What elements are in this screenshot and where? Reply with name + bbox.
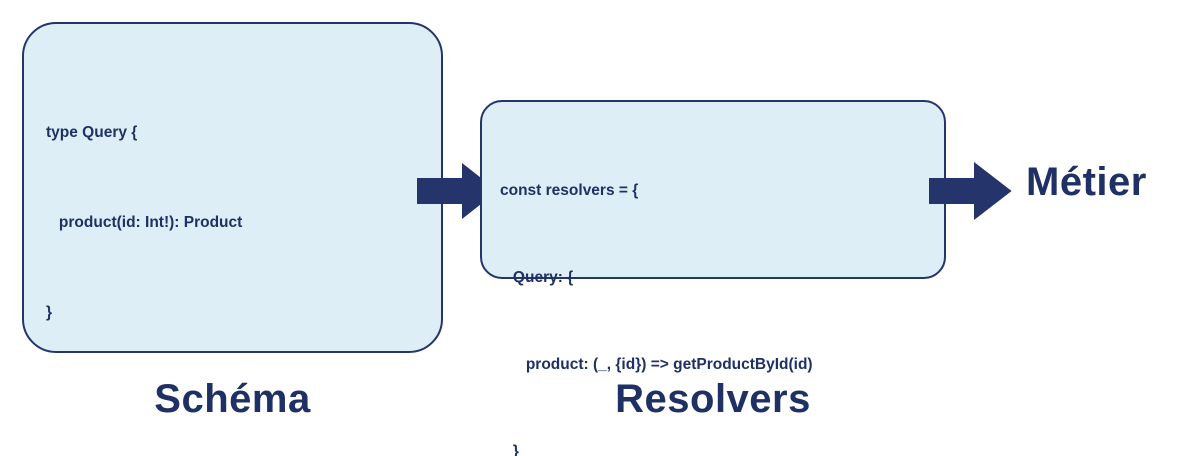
resolvers-code-line: Query: {	[500, 269, 574, 286]
schema-caption: Schéma	[154, 377, 311, 421]
resolvers-code-line: const resolvers = {	[500, 182, 639, 199]
resolvers-caption: Resolvers	[615, 377, 811, 421]
metier-label: Métier	[1026, 160, 1147, 204]
schema-code-box: type Query { product(id: Int!): Product …	[22, 22, 443, 353]
schema-code-line: }	[46, 304, 53, 321]
resolvers-code-line: }	[500, 443, 519, 456]
schema-code-line: type Query {	[46, 124, 138, 141]
resolvers-code-block: const resolvers = { Query: { product: (_…	[482, 102, 962, 456]
resolvers-code-box: const resolvers = { Query: { product: (_…	[480, 100, 946, 456]
arrow-right-icon-resolvers-to-metier	[928, 162, 1012, 220]
resolvers-code-line: product: (_, {id}) => getProductById(id)	[500, 356, 813, 373]
arrow-right-icon-schema-to-resolvers	[416, 163, 498, 219]
schema-code-line: product(id: Int!): Product	[46, 214, 243, 231]
schema-code-block: type Query { product(id: Int!): Product …	[24, 24, 463, 456]
